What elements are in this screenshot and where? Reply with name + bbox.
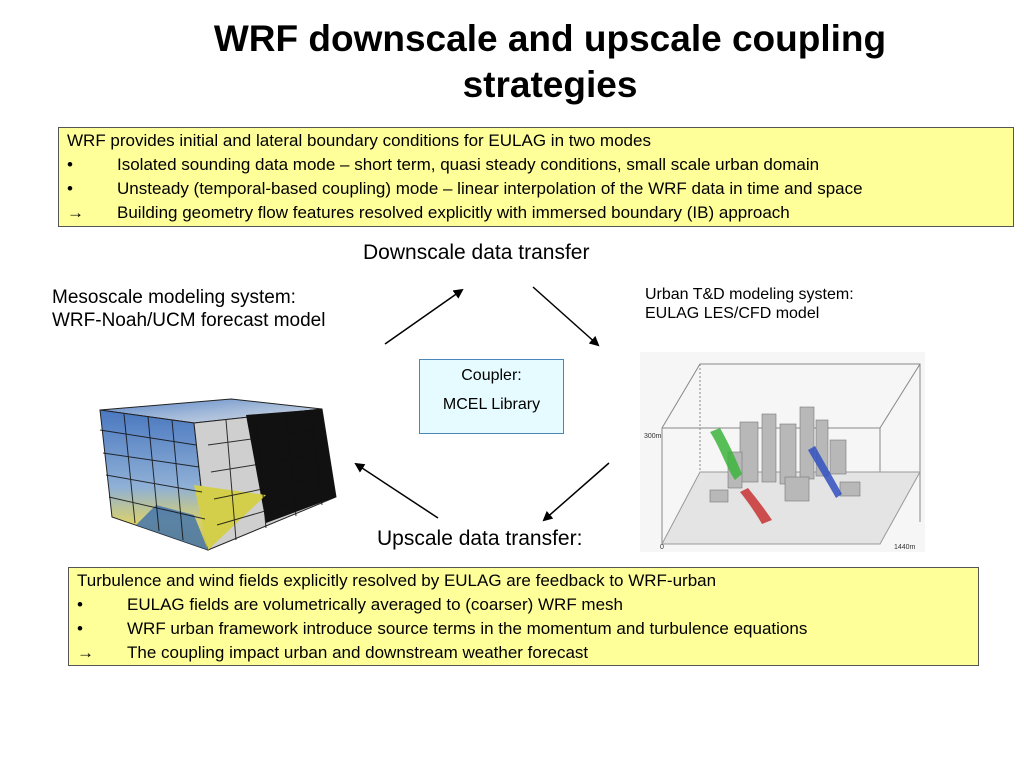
bottom-info-box: Turbulence and wind fields explicitly re… [68,567,979,666]
green-plume [710,428,742,480]
arrow-meso-to-downscale [384,288,464,345]
arrow-downscale-to-urban [532,286,600,347]
eulag-urban-image: 300m 1440m 0 [640,352,925,552]
coupler-line-2: MCEL Library [442,396,541,413]
top-box-item: • Isolated sounding data mode – short ter… [67,153,1005,177]
wrf-domain-image [99,398,337,551]
blue-plume [808,446,842,498]
top-box-item-text: Building geometry flow features resolved… [117,203,790,222]
bottom-box-item-text: WRF urban framework introduce source ter… [127,619,808,638]
top-box-item-text: Unsteady (temporal-based coupling) mode … [117,179,863,198]
slide-title: WRF downscale and upscale coupling strat… [150,16,950,108]
bullet-icon: • [67,179,73,198]
z-axis-label: 300m [644,433,662,440]
arrow-upscale-to-meso [354,462,439,519]
downscale-label: Downscale data transfer [363,241,590,264]
coupler-box: Coupler: MCEL Library [419,359,564,434]
top-info-box: WRF provides initial and lateral boundar… [58,127,1014,227]
title-line-2: strategies [462,64,638,105]
urban-line-2: EULAG LES/CFD model [645,305,820,322]
title-line-1: WRF downscale and upscale coupling [213,18,887,59]
x-axis-label: 1440m [894,544,916,551]
bottom-box-item: • WRF urban framework introduce source te… [77,617,970,641]
urban-label: Urban T&D modeling system: EULAG LES/CFD… [645,285,854,323]
arrow-bullet-icon: → [67,203,84,222]
bottom-box-item: → The coupling impact urban and downstrea… [77,641,970,665]
bottom-box-heading: Turbulence and wind fields explicitly re… [77,571,717,590]
mesoscale-line-1: Mesoscale modeling system: [52,287,296,308]
top-box-item: → Building geometry flow features resolve… [67,201,1005,225]
mesoscale-line-2: WRF-Noah/UCM forecast model [52,310,326,331]
top-box-item: • Unsteady (temporal-based coupling) mode… [67,177,1005,201]
top-box-item-text: Isolated sounding data mode – short term… [117,155,820,174]
mesoscale-label: Mesoscale modeling system: WRF-Noah/UCM … [52,286,325,332]
bottom-box-item: • EULAG fields are volumetrically average… [77,593,970,617]
bullet-icon: • [77,619,83,638]
bottom-box-item-text: EULAG fields are volumetrically averaged… [127,595,623,614]
urban-line-1: Urban T&D modeling system: [645,286,854,303]
bottom-box-item-text: The coupling impact urban and downstream… [127,643,589,662]
origin-label: 0 [660,544,664,551]
coupler-line-1: Coupler: [461,367,522,384]
top-box-heading: WRF provides initial and lateral boundar… [67,131,651,150]
red-plume [740,488,772,524]
upscale-label: Upscale data transfer: [377,527,583,550]
arrow-bullet-icon: → [77,643,94,662]
arrow-urban-to-upscale [542,462,610,522]
bullet-icon: • [77,595,83,614]
bullet-icon: • [67,155,73,174]
